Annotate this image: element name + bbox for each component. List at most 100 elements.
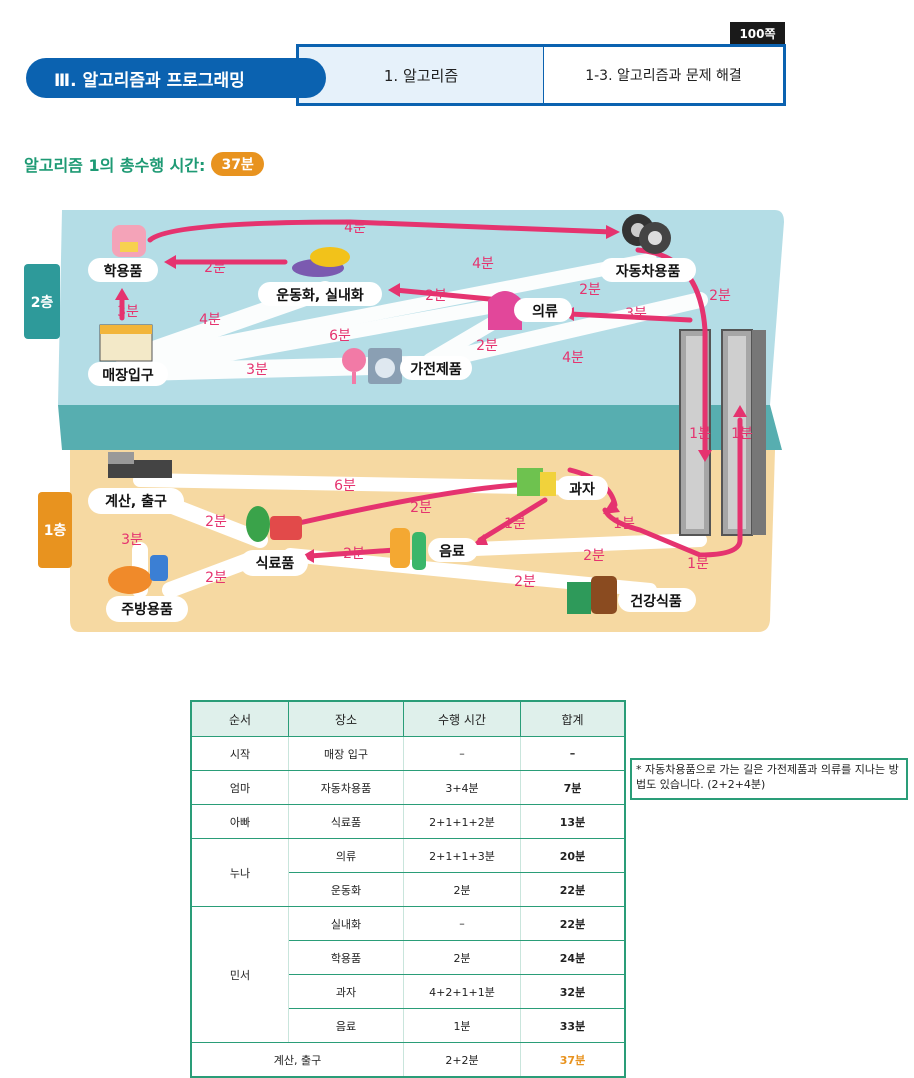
label-health-food: 건강식품	[630, 593, 682, 610]
time-cell: –	[403, 906, 521, 941]
health-food-icon	[567, 576, 617, 614]
tires-icon	[622, 214, 671, 254]
walkway	[123, 298, 507, 379]
place-cell: 학용품	[288, 940, 404, 975]
fan-icon	[342, 348, 366, 384]
shoes-icon	[292, 247, 350, 277]
breadcrumb-subsection: 1-3. 알고리즘과 문제 해결	[585, 68, 742, 84]
time-label: 2분	[205, 570, 227, 586]
table-row: 시작 매장 입구 – –	[190, 736, 626, 771]
floor2-tag: 2층	[24, 264, 60, 339]
table-row: 누나 의류 2+1+1+3분 20분	[190, 838, 626, 907]
walkway	[118, 253, 657, 369]
walkway	[162, 497, 268, 548]
floor-divider	[58, 405, 782, 450]
column-header: 합계	[520, 700, 626, 737]
hoodie-icon	[488, 291, 522, 330]
label-groceries: 식료품	[256, 556, 295, 572]
column-header: 수행 시간	[403, 700, 521, 737]
label-snacks: 과자	[569, 482, 595, 498]
breadcrumb-section: 1. 알고리즘	[299, 47, 544, 103]
order-cell: 시작	[190, 736, 289, 771]
time-label: 4분	[344, 220, 366, 236]
time-label: 4분	[199, 312, 221, 328]
place-cell: 식료품	[288, 804, 404, 839]
time-label: 2분	[514, 574, 536, 590]
walkway	[162, 552, 258, 598]
time-cell: –	[403, 736, 521, 771]
escalator	[679, 329, 766, 536]
label-entrance: 매장입구	[102, 367, 154, 384]
place-cell: 운동화	[288, 872, 404, 907]
sum-cell: 20분	[520, 838, 626, 873]
floor1-tag: 1층	[38, 492, 72, 568]
order-cell: 민서	[190, 906, 289, 1043]
sum-cell: 22분	[520, 906, 626, 941]
time-label: 2분	[425, 288, 447, 304]
route-path	[119, 219, 743, 559]
label-school-supplies: 학용품	[104, 264, 143, 280]
time-label: 2분	[410, 500, 432, 516]
walkway	[412, 292, 708, 373]
time-label: 2분	[205, 514, 227, 530]
store-map: 2층 1층	[24, 210, 784, 632]
walkway	[131, 356, 419, 381]
order-cell: 엄마	[190, 770, 289, 805]
sum-cell: 33분	[520, 1008, 626, 1043]
table-row: 학용품 2분 24분	[191, 940, 626, 975]
sum-cell: 24분	[520, 940, 626, 975]
backpack-icon	[112, 225, 146, 257]
label-shoes: 운동화, 실내화	[276, 288, 364, 304]
time-cell: 3+4분	[403, 770, 521, 805]
table-row: 민서 실내화 – 22분	[190, 906, 626, 1043]
table-row: 아빠 식료품 2+1+1+2분 13분	[190, 804, 626, 839]
place-cell: 음료	[288, 1008, 404, 1043]
column-header: 순서	[190, 700, 289, 737]
label-checkout: 계산, 출구	[105, 493, 167, 510]
label-clothes: 의류	[532, 303, 558, 320]
time-label: 1분	[504, 516, 526, 532]
place-cell: 자동차용품	[288, 770, 404, 805]
walkway	[443, 533, 707, 557]
time-cell: 2+1+1+3분	[403, 838, 521, 873]
time-cell: 2분	[403, 940, 521, 975]
total-time-label: 알고리즘 1의 총수행 시간:	[24, 156, 206, 175]
place-cell: 실내화	[288, 906, 404, 941]
pot-icon	[108, 555, 168, 594]
column-header: 장소	[288, 700, 404, 737]
time-label: 1분	[689, 426, 711, 442]
label-drinks: 음료	[439, 544, 465, 560]
time-label: 1분	[613, 516, 635, 532]
footnote: * 자동차용품으로 가는 길은 가전제품과 의류를 지나는 방법도 있습니다. …	[630, 758, 908, 800]
time-label: 3분	[117, 304, 139, 320]
time-cell: 1분	[403, 1008, 521, 1043]
time-label: 6분	[334, 478, 356, 494]
sum-cell: 13분	[520, 804, 626, 839]
table-row: 엄마 자동차용품 3+4분 7분	[190, 770, 626, 805]
vegetables-icon	[246, 506, 302, 542]
sum-cell: 22분	[520, 872, 626, 907]
time-label: 1분	[731, 426, 753, 442]
label-car-goods: 자동차용품	[616, 264, 681, 280]
time-label: 4분	[562, 350, 584, 366]
label-appliances: 가전제품	[410, 361, 462, 378]
time-cell: 4+2+1+1분	[403, 974, 521, 1009]
breadcrumb: 1. 알고리즘 1-3. 알고리즘과 문제 해결	[296, 44, 786, 106]
place-cell: 의류	[288, 838, 404, 873]
chapter-title: Ⅲ. 알고리즘과 프로그래밍	[26, 58, 326, 98]
snack-icon	[517, 468, 556, 496]
route-table: 순서 장소 수행 시간 합계 시작 매장 입구 – – 엄마 자동차용품 3+4…	[190, 700, 626, 1078]
time-label: 2분	[204, 260, 226, 276]
page-number-badge: 100쪽	[730, 22, 785, 44]
total-time-heading: 알고리즘 1의 총수행 시간: 37분	[24, 152, 264, 176]
label-kitchenware: 주방용품	[121, 601, 173, 618]
time-label: 3분	[625, 306, 647, 322]
floor1-label: 1층	[44, 523, 67, 539]
washer-icon	[368, 348, 402, 384]
time-label: 2분	[709, 288, 731, 304]
time-cell: 2분	[403, 872, 521, 907]
time-cell: 2+1+1+2분	[403, 804, 521, 839]
sum-cell: 7분	[520, 770, 626, 805]
table-row: 과자 4+2+1+1분 32분	[191, 974, 626, 1009]
place-cell: 매장 입구	[288, 736, 404, 771]
